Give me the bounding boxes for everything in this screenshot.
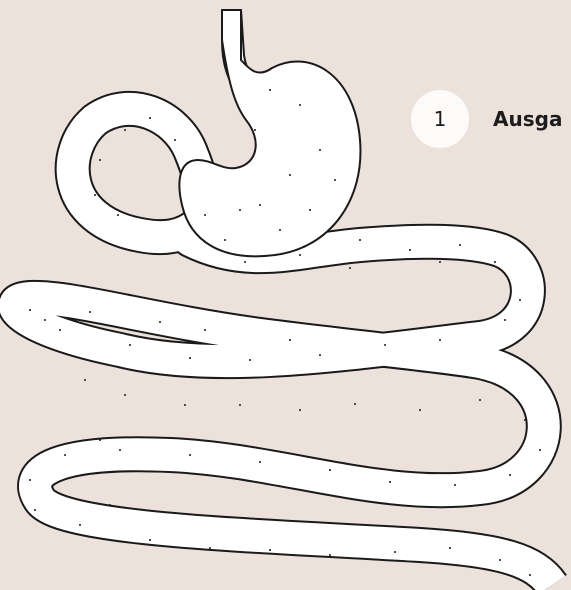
step-number-badge: 1 [411, 90, 469, 148]
step-item-1: 1 Ausga [411, 90, 562, 148]
stomach [179, 10, 360, 256]
step-label: Ausga [493, 107, 562, 131]
